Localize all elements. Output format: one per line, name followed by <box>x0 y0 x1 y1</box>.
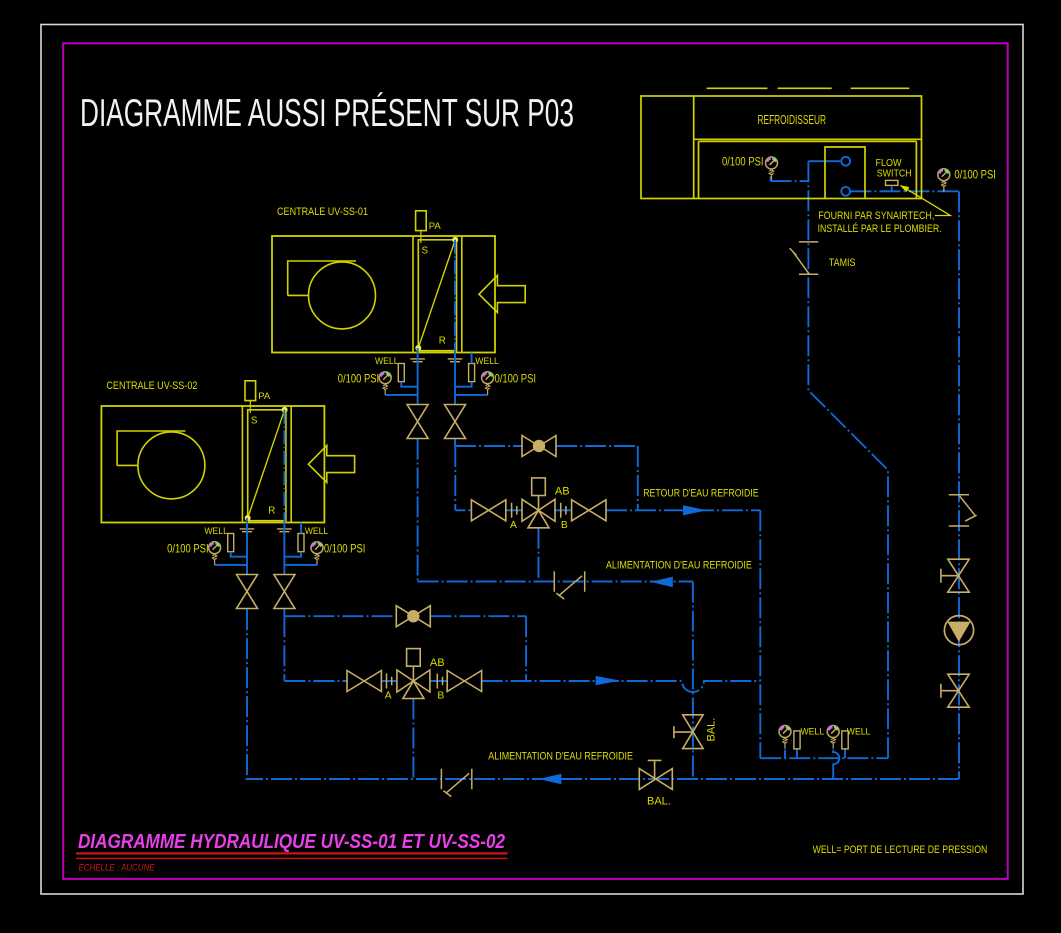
svg-text:REFROIDISSEUR: REFROIDISSEUR <box>758 112 827 127</box>
svg-text:AB: AB <box>555 486 570 498</box>
svg-text:DIAGRAMME HYDRAULIQUE UV-SS-01: DIAGRAMME HYDRAULIQUE UV-SS-01 ET UV-SS-… <box>78 831 505 853</box>
svg-text:A: A <box>385 691 392 702</box>
svg-text:ALIMENTATION D'EAU REFROIDIE: ALIMENTATION D'EAU REFROIDIE <box>606 560 752 572</box>
svg-text:AB: AB <box>430 657 445 669</box>
svg-text:CENTRALE UV-SS-01: CENTRALE UV-SS-01 <box>277 206 368 218</box>
svg-text:FOURNI PAR SYNAIRTECH,: FOURNI PAR SYNAIRTECH, <box>818 210 934 222</box>
svg-text:FLOW: FLOW <box>876 158 902 169</box>
svg-text:WELL: WELL <box>847 725 871 736</box>
svg-text:INSTALLÉ PAR LE PLOMBIER.: INSTALLÉ PAR LE PLOMBIER. <box>818 222 942 235</box>
svg-text:0/100 PSI: 0/100 PSI <box>722 155 764 169</box>
svg-text:A: A <box>510 520 517 531</box>
svg-text:WELL: WELL <box>801 725 825 736</box>
svg-text:BAL.: BAL. <box>705 718 717 742</box>
svg-text:RETOUR D'EAU REFROIDIE: RETOUR D'EAU REFROIDIE <box>643 487 758 499</box>
svg-text:B: B <box>561 520 568 531</box>
svg-text:SWITCH: SWITCH <box>877 169 912 180</box>
svg-text:DIAGRAMME AUSSI PRÉSENT SUR P0: DIAGRAMME AUSSI PRÉSENT SUR P03 <box>80 92 574 135</box>
svg-text:BAL.: BAL. <box>647 796 671 808</box>
svg-text:WELL= PORT DE LECTURE DE PRESS: WELL= PORT DE LECTURE DE PRESSION <box>813 844 988 856</box>
svg-text:ALIMENTATION D'EAU REFROIDIE: ALIMENTATION D'EAU REFROIDIE <box>488 750 633 762</box>
svg-text:CENTRALE UV-SS-02: CENTRALE UV-SS-02 <box>106 380 197 392</box>
svg-text:ÉCHELLE : AUCUNE: ÉCHELLE : AUCUNE <box>79 863 156 874</box>
svg-text:TAMIS: TAMIS <box>829 257 856 269</box>
svg-text:0/100 PSI: 0/100 PSI <box>954 168 996 182</box>
svg-text:B: B <box>437 691 444 702</box>
